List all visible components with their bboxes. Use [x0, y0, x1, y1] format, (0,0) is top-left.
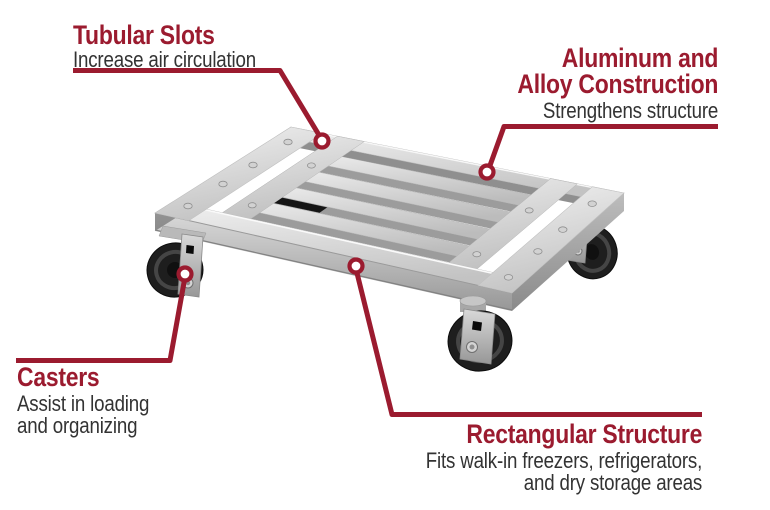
rack-right-end-rail-image	[477, 186, 625, 311]
caster-front-right-image	[447, 295, 513, 372]
rack-inner-cross-rails-image	[204, 135, 578, 284]
callout-tubular-slots: Tubular Slots Increase air circulation	[73, 22, 288, 71]
leader-rectangular-structure	[353, 268, 702, 417]
callout-casters-title: Casters	[17, 362, 100, 392]
leader-aluminum-alloy	[485, 124, 718, 172]
leader-tubular-slots	[73, 68, 325, 142]
marker-aluminum-alloy	[478, 163, 496, 181]
rack-left-end-rail-image	[154, 126, 324, 231]
rack-front-rail-image	[154, 201, 528, 311]
marker-tubular-slots	[313, 132, 331, 150]
marker-casters	[176, 265, 194, 283]
callout-aluminum-alloy: Aluminum and Alloy Construction Strength…	[482, 43, 719, 123]
callout-rectangular-structure-description-line2: and dry storage areas	[523, 470, 703, 495]
callout-aluminum-alloy-title-line2: Alloy Construction	[517, 69, 718, 99]
leader-casters	[16, 276, 188, 363]
callout-tubular-slots-title: Tubular Slots	[73, 20, 215, 50]
callout-aluminum-alloy-description: Strengthens structure	[542, 98, 718, 123]
callout-casters-description-line2: and organizing	[17, 413, 138, 438]
callout-tubular-slots-description: Increase air circulation	[73, 47, 257, 72]
caster-back-left-glimpse	[274, 197, 328, 213]
callout-rectangular-structure: Rectangular Structure Fits walk-in freez…	[377, 419, 703, 495]
callout-rectangular-structure-description-line1: Fits walk-in freezers, refrigerators,	[425, 448, 703, 473]
rack-slats-image	[241, 152, 548, 268]
callout-aluminum-alloy-title-line1: Aluminum and	[561, 43, 719, 73]
callout-casters: Casters Assist in loading and organizing	[17, 364, 173, 437]
callout-rectangular-structure-title: Rectangular Structure	[466, 419, 702, 449]
marker-rectangular-structure	[347, 257, 365, 275]
callout-casters-description-line1: Assist in loading	[17, 391, 150, 416]
